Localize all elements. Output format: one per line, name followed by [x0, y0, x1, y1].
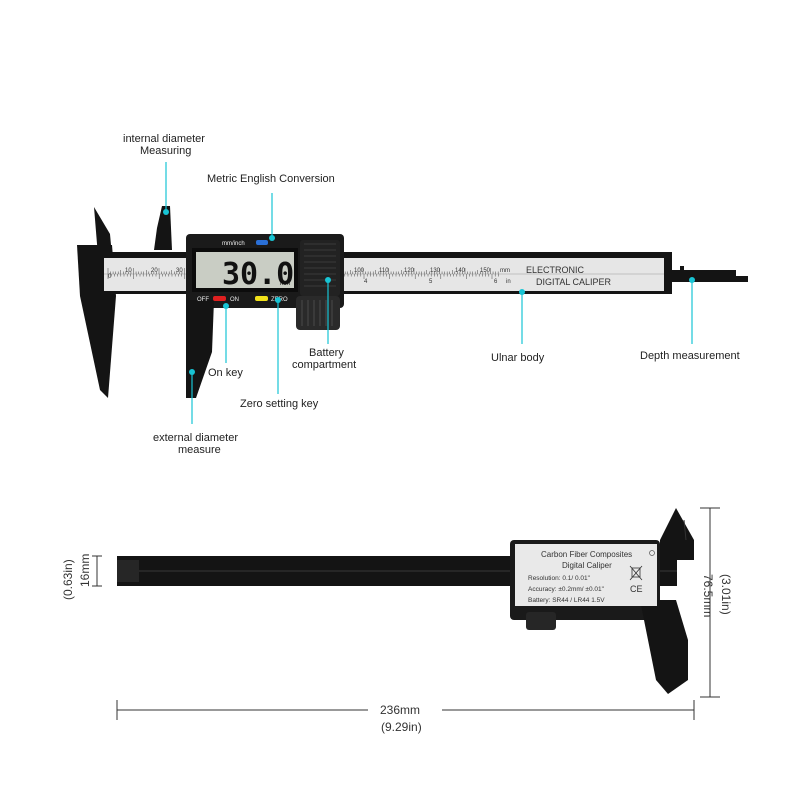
dim-width-mm: 16mm: [78, 554, 92, 587]
dim-height-mm: 76.5mm: [701, 574, 715, 617]
sliding-external-jaw: [186, 300, 214, 398]
fixed-internal-jaw: [94, 207, 112, 256]
callout-zero-key: Zero setting key: [240, 398, 319, 410]
callouts: [165, 162, 693, 424]
depth-rod: [672, 270, 748, 282]
callout-internal-diameter-2: Measuring: [140, 145, 191, 157]
callout-metric-english: Metric English Conversion: [207, 173, 335, 185]
lcd-screen: [196, 252, 294, 288]
dim-height-in: (3.01in): [719, 574, 733, 615]
sliding-internal-jaw: [154, 206, 172, 250]
mode-label: mm/inch: [222, 241, 245, 247]
mm-label: 110: [379, 268, 389, 274]
callout-ulnar-body: Ulnar body: [491, 352, 545, 364]
callout-battery-2: compartment: [292, 359, 356, 371]
caliper-rear-view: Carbon Fiber Composites Digital Caliper …: [117, 508, 694, 694]
callout-on-key: On key: [208, 367, 243, 379]
dimension-lines: [92, 507, 720, 720]
callout-battery: Battery: [309, 347, 344, 359]
inch-unit: in: [506, 279, 511, 285]
mm-label: 30: [176, 268, 183, 274]
mm-label: 150: [480, 268, 491, 274]
inch-label: 4: [364, 279, 368, 285]
brand-line-1: ELECTRONIC: [526, 265, 585, 275]
lcd-reading: 30.0: [222, 257, 294, 292]
callout-external-diameter-2: measure: [178, 444, 221, 456]
spec-battery: Battery: SR44 / LR44 1.5V: [528, 597, 605, 604]
callout-external-diameter: external diameter: [153, 432, 238, 444]
off-label: OFF: [197, 297, 209, 303]
inch-label: 6: [494, 279, 498, 285]
brand-line-2: DIGITAL CALIPER: [536, 277, 612, 287]
lcd-unit: mm: [280, 281, 290, 287]
inch-label: 5: [429, 279, 433, 285]
callout-internal-diameter: internal diameter: [123, 133, 205, 145]
mm-label: 130: [430, 268, 441, 274]
dim-length-mm: 236mm: [380, 703, 420, 717]
mm-label: 100: [354, 268, 365, 274]
thumb-wheel[interactable]: [296, 296, 340, 330]
mm-label: 20: [151, 268, 158, 274]
dim-width-in: (0.63in): [61, 559, 75, 600]
on-label: ON: [230, 297, 239, 303]
recycle-bin-icon: [629, 565, 643, 581]
callout-dots: [163, 209, 695, 375]
mm-label: 120: [404, 268, 415, 274]
mm-unit: mm: [500, 268, 510, 274]
off-on-button[interactable]: [213, 296, 226, 301]
battery-compartment[interactable]: [300, 240, 340, 296]
ce-mark: CE: [630, 584, 643, 594]
callout-depth: Depth measurement: [640, 350, 740, 362]
zero-button[interactable]: [255, 296, 268, 301]
mm-label: 10: [125, 268, 132, 274]
mm-label: 0: [108, 274, 112, 280]
spec-title-2: Digital Caliper: [562, 561, 612, 570]
dim-length-in: (9.29in): [381, 720, 422, 734]
spec-title-1: Carbon Fiber Composites: [541, 550, 632, 559]
caliper-front-view: 0 10 20 30 100 110 120 130 140 150 mm 4 …: [77, 206, 748, 398]
mode-button[interactable]: [256, 240, 268, 245]
spec-label: [515, 544, 657, 606]
registered-icon: [649, 550, 655, 556]
rear-lower-jaw: [640, 600, 688, 694]
rear-upper-jaw: [660, 508, 694, 560]
spec-accuracy: Accuracy: ±0.2mm/ ±0.01": [528, 586, 605, 593]
spec-resolution: Resolution: 0.1/ 0.01": [528, 575, 591, 582]
mm-label: 140: [455, 268, 466, 274]
